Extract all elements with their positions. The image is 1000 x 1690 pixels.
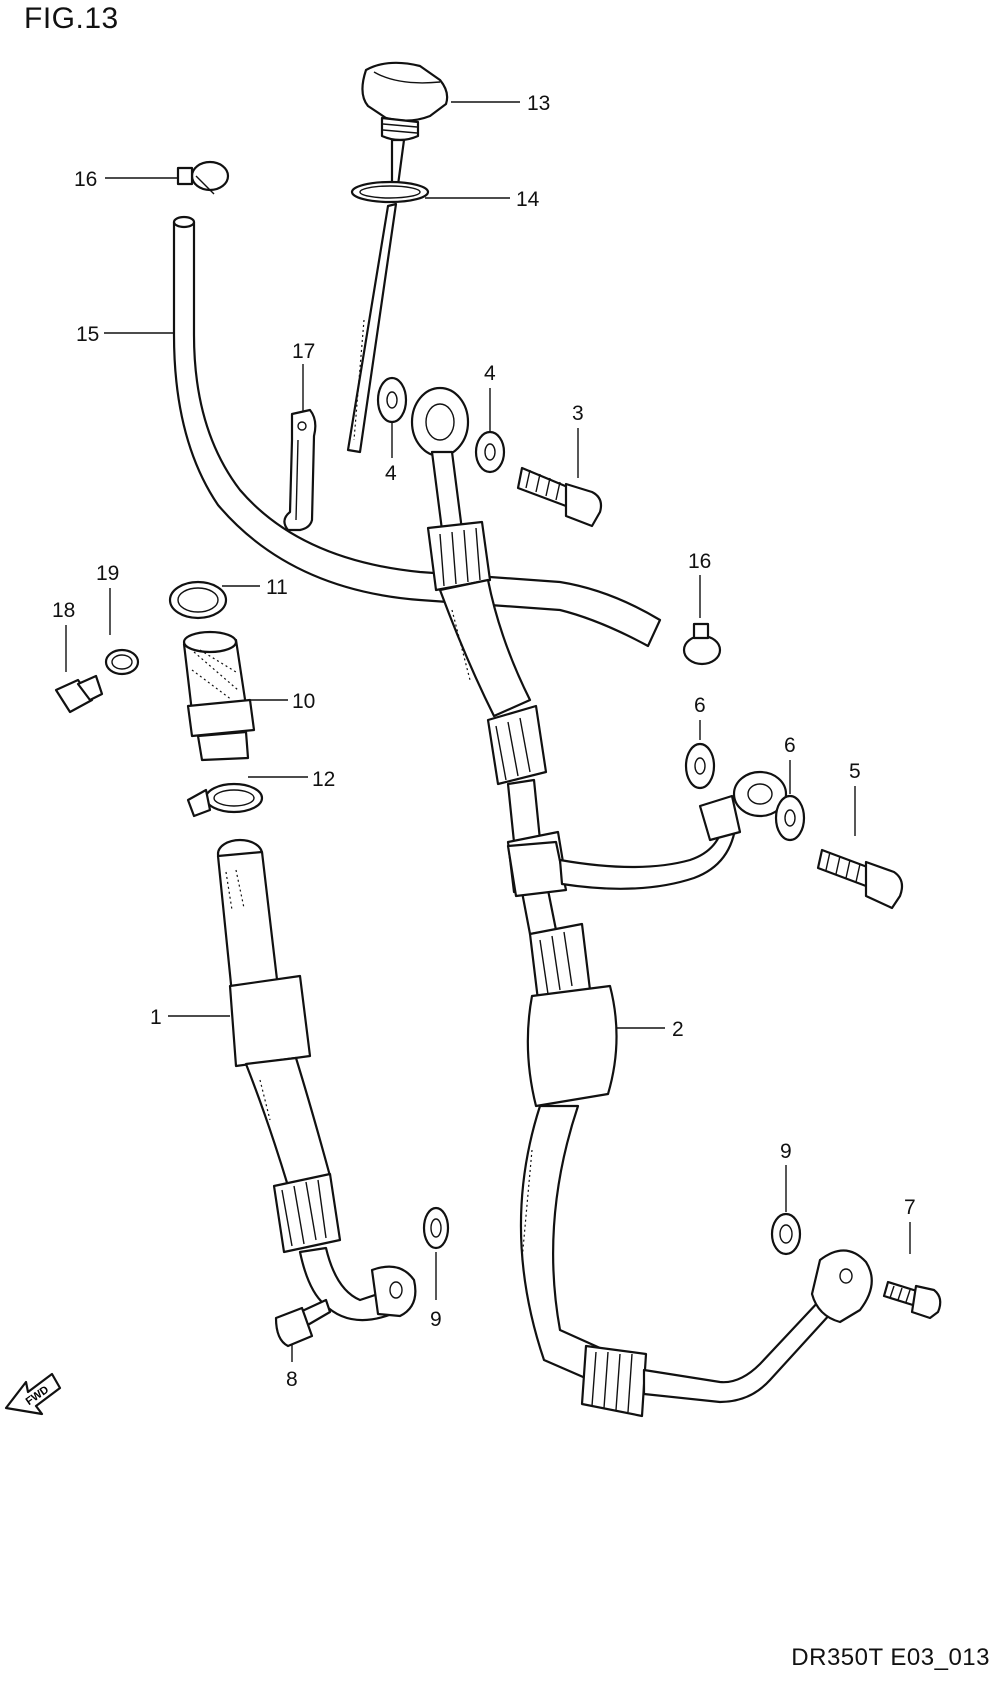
gasket-6b bbox=[774, 794, 806, 842]
callout-4-right: 4 bbox=[484, 362, 496, 385]
hose-clamp-top bbox=[176, 160, 230, 195]
callout-6-left: 6 bbox=[694, 694, 706, 717]
hose-clamp-12 bbox=[186, 782, 264, 818]
callout-5: 5 bbox=[849, 760, 861, 783]
breather-hose bbox=[172, 215, 662, 648]
callout-9-right: 9 bbox=[780, 1140, 792, 1163]
clamp-19 bbox=[104, 648, 140, 676]
callout-13: 13 bbox=[527, 92, 550, 115]
oil-filler-cap bbox=[346, 61, 449, 454]
o-ring-11 bbox=[168, 580, 228, 620]
gasket-9a bbox=[422, 1206, 450, 1250]
union-bolt-5 bbox=[816, 848, 904, 910]
oil-hose-2 bbox=[410, 386, 873, 1418]
gasket-4b bbox=[474, 430, 506, 474]
hose-clamp-right bbox=[682, 622, 722, 666]
gasket-4a bbox=[376, 376, 408, 424]
gasket-9b bbox=[770, 1212, 802, 1256]
figure-title: FIG.13 bbox=[24, 2, 119, 35]
diagram-code: DR350T E03_013 bbox=[791, 1644, 990, 1671]
callout-4-left: 4 bbox=[385, 462, 397, 485]
callout-15: 15 bbox=[76, 323, 99, 346]
fwd-arrow-icon: FWD bbox=[4, 1372, 62, 1416]
callout-12: 12 bbox=[312, 768, 335, 791]
oil-hose-1 bbox=[216, 838, 417, 1322]
callout-16-top: 16 bbox=[74, 168, 97, 191]
junction-block bbox=[506, 770, 788, 898]
callout-labels: 13 14 16 15 17 4 4 3 16 19 18 11 10 12 6… bbox=[52, 92, 916, 1391]
callout-6-right: 6 bbox=[784, 734, 796, 757]
callout-2: 2 bbox=[672, 1018, 684, 1041]
union-bolt-3 bbox=[516, 466, 603, 528]
oil-strainer bbox=[182, 630, 256, 762]
drain-plug bbox=[54, 674, 104, 714]
o-ring bbox=[350, 180, 430, 204]
leader-lines bbox=[65, 101, 911, 1362]
callout-3: 3 bbox=[572, 402, 584, 425]
callout-18: 18 bbox=[52, 599, 75, 622]
callout-7: 7 bbox=[904, 1196, 916, 1219]
bolt-7 bbox=[882, 1280, 942, 1320]
callout-14: 14 bbox=[516, 188, 540, 211]
gasket-6a bbox=[684, 742, 716, 790]
callout-1: 1 bbox=[150, 1006, 162, 1029]
callout-11: 11 bbox=[266, 576, 288, 599]
callout-17: 17 bbox=[292, 340, 315, 363]
bolt-8 bbox=[274, 1298, 332, 1348]
callout-19: 19 bbox=[96, 562, 119, 585]
callout-9-left: 9 bbox=[430, 1308, 442, 1331]
callout-8: 8 bbox=[286, 1368, 298, 1391]
callout-10: 10 bbox=[292, 690, 315, 713]
hose-guide bbox=[283, 408, 317, 532]
callout-16-right: 16 bbox=[688, 550, 711, 573]
